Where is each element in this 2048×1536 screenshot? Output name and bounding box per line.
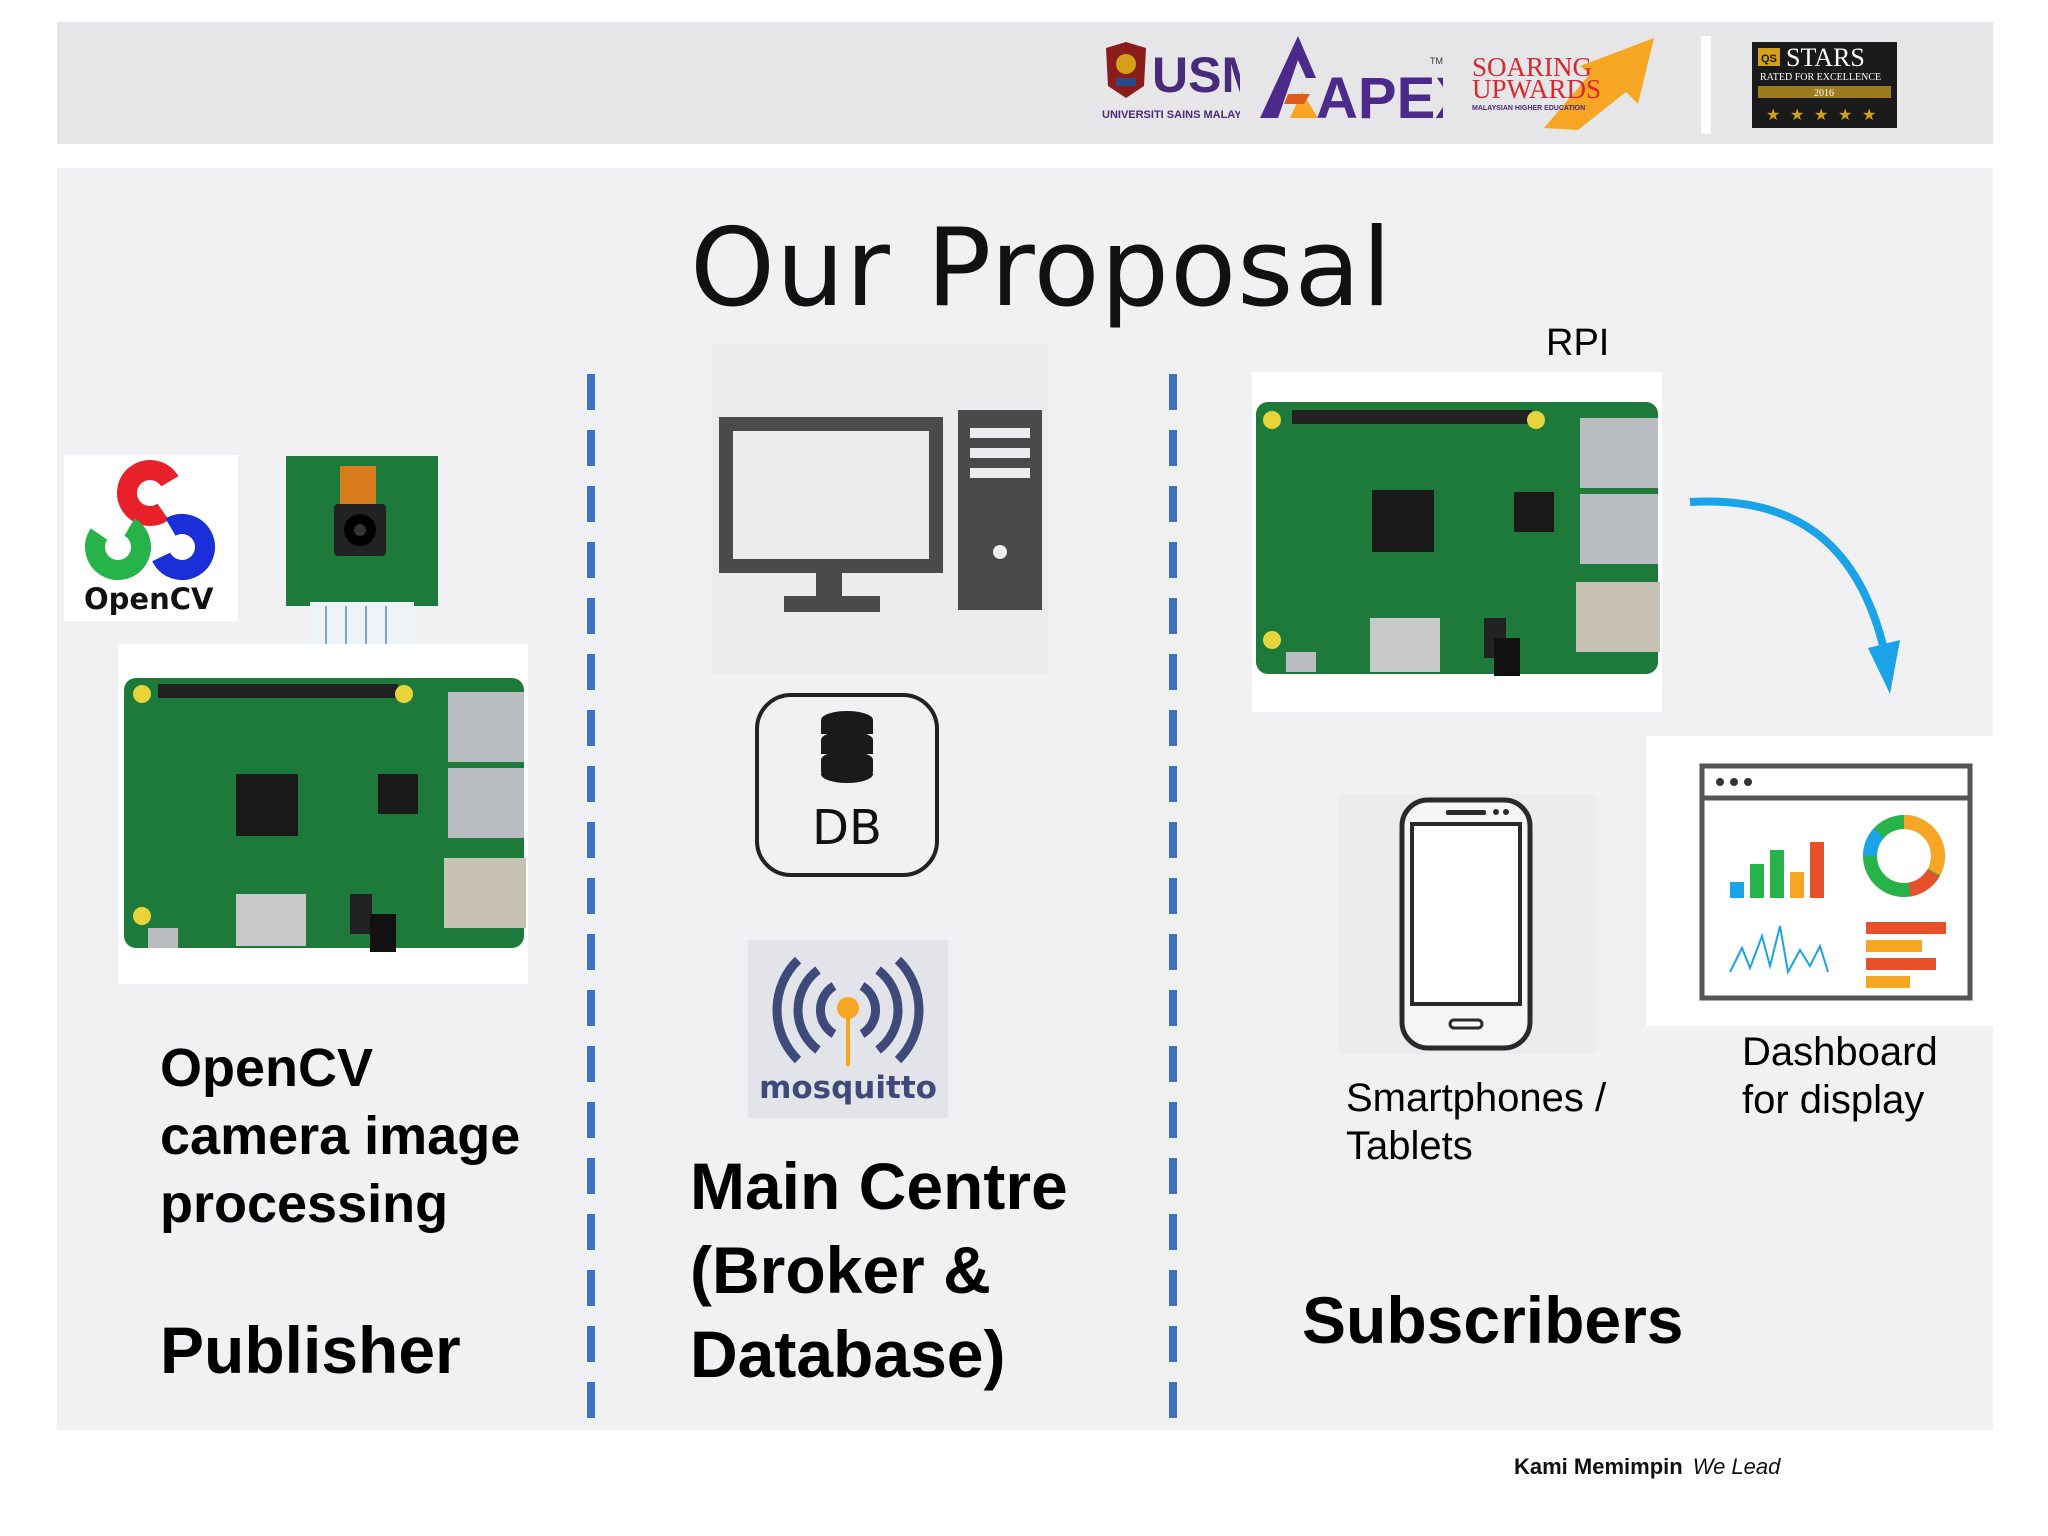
opencv-description: OpenCV camera image processing — [160, 1034, 520, 1238]
svg-text:STARS: STARS — [1786, 43, 1865, 72]
logo-divider — [1701, 36, 1711, 134]
opencv-description-line: processing — [160, 1174, 449, 1234]
raspberry-pi-board-subscriber — [1252, 372, 1662, 712]
column-separator-left — [587, 374, 595, 1420]
svg-text:mosquitto: mosquitto — [759, 1070, 937, 1106]
rpi-label: RPI — [1546, 322, 1610, 364]
svg-text:★: ★ — [1766, 105, 1780, 124]
svg-text:QS: QS — [1761, 53, 1777, 65]
svg-text:2016: 2016 — [1814, 88, 1834, 99]
dashboard-label: Dashboard for display — [1742, 1028, 1938, 1124]
svg-text:★: ★ — [1838, 105, 1852, 124]
header-band — [57, 22, 1993, 144]
smartphones-tablets-label: Smartphones / Tablets — [1346, 1074, 1606, 1170]
opencv-description-line: camera image — [160, 1106, 521, 1166]
svg-text:TM: TM — [1430, 56, 1443, 66]
footer-malay: Kami Memimpin — [1514, 1454, 1683, 1479]
soaring-upwards-logo: SOARING UPWARDS MALAYSIAN HIGHER EDUCATI… — [1470, 34, 1670, 134]
curved-arrow-icon — [1680, 488, 1900, 698]
footer-tagline: Kami Memimpin We Lead — [1514, 1454, 1780, 1480]
camera-module-image — [286, 456, 438, 656]
publisher-label: Publisher — [160, 1313, 461, 1387]
svg-text:★: ★ — [1814, 105, 1828, 124]
database-icon: DB — [754, 692, 940, 878]
main-centre-line: (Broker & — [690, 1233, 991, 1307]
svg-text:USM: USM — [1152, 47, 1240, 103]
svg-text:★: ★ — [1790, 105, 1804, 124]
opencv-logo: OpenCV — [64, 455, 238, 621]
main-centre-line: Main Centre — [690, 1149, 1068, 1223]
smartphones-label-line: Tablets — [1346, 1124, 1473, 1168]
usm-logo: USM UNIVERSITI SAINS MALAYSIA — [1100, 34, 1263, 126]
raspberry-pi-board-publisher — [118, 644, 528, 984]
svg-text:DB: DB — [812, 800, 882, 856]
dashboard-icon — [1646, 736, 1996, 1026]
slide-title: Our Proposal — [690, 206, 1393, 331]
svg-text:MALAYSIAN HIGHER EDUCATION: MALAYSIAN HIGHER EDUCATION — [1472, 105, 1585, 112]
main-centre-label: Main Centre (Broker & Database) — [690, 1144, 1068, 1396]
apex-logo: APEX TM — [1258, 34, 1474, 131]
svg-text:UPWARDS: UPWARDS — [1472, 74, 1601, 104]
svg-text:UNIVERSITI SAINS MALAYSIA: UNIVERSITI SAINS MALAYSIA — [1102, 109, 1240, 121]
dashboard-label-line: for display — [1742, 1078, 1925, 1122]
opencv-description-line: OpenCV — [160, 1038, 374, 1098]
svg-text:APEX: APEX — [1316, 66, 1443, 124]
column-separator-right — [1169, 374, 1177, 1420]
smartphones-label-line: Smartphones / — [1346, 1076, 1607, 1120]
dashboard-label-line: Dashboard — [1742, 1030, 1938, 1074]
main-centre-line: Database) — [690, 1317, 1006, 1391]
footer-english: We Lead — [1692, 1454, 1781, 1479]
mosquitto-logo: mosquitto — [748, 940, 948, 1118]
svg-text:★: ★ — [1862, 105, 1876, 124]
subscribers-label: Subscribers — [1302, 1283, 1684, 1357]
svg-text:OpenCV: OpenCV — [84, 582, 214, 616]
smartphone-icon — [1338, 794, 1596, 1054]
svg-text:RATED FOR EXCELLENCE: RATED FOR EXCELLENCE — [1760, 72, 1881, 83]
qs-stars-logo: QS STARS RATED FOR EXCELLENCE 2016 ★ ★ ★ ★ ★ — [1752, 42, 1897, 128]
desktop-computer-icon — [712, 344, 1048, 674]
svg-text:SOARING: SOARING — [1472, 52, 1592, 82]
